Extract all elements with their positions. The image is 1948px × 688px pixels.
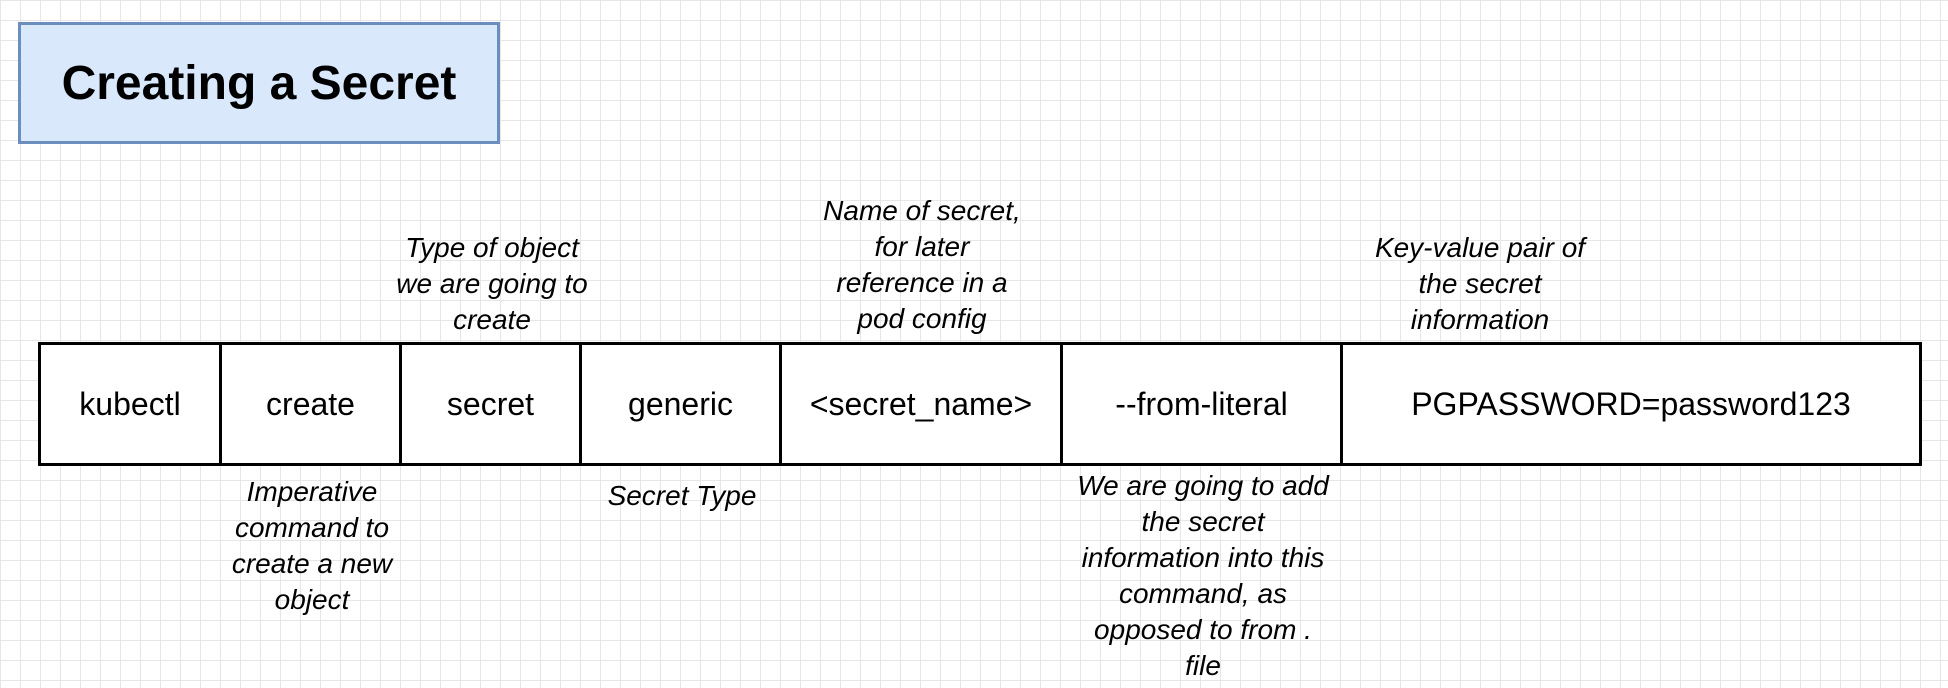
command-row: kubectl create secret generic <secret_na… — [38, 342, 1922, 466]
segment-kubectl: kubectl — [41, 345, 222, 463]
segment-generic: generic — [582, 345, 782, 463]
annotation-object-type: Type of object we are going to create — [396, 232, 588, 335]
annotation-secret-name: Name of secret, for later reference in a… — [823, 195, 1021, 334]
annotation-secret-type: Secret Type — [607, 480, 757, 511]
segment-key-value: PGPASSWORD=password123 — [1411, 385, 1851, 422]
annotation-from-literal: We are going to add the secret informati… — [1077, 470, 1329, 681]
segment-from-literal: --from-literal — [1063, 345, 1343, 463]
segment-secret: secret — [402, 345, 582, 463]
segment-create: create — [222, 345, 402, 463]
annotation-key-value: Key-value pair of the secret information — [1374, 232, 1586, 335]
segment-secret-name: <secret_name> — [782, 345, 1063, 463]
annotation-imperative: Imperative command to create a new objec… — [231, 476, 393, 615]
diagram-title: Creating a Secret — [18, 22, 500, 144]
